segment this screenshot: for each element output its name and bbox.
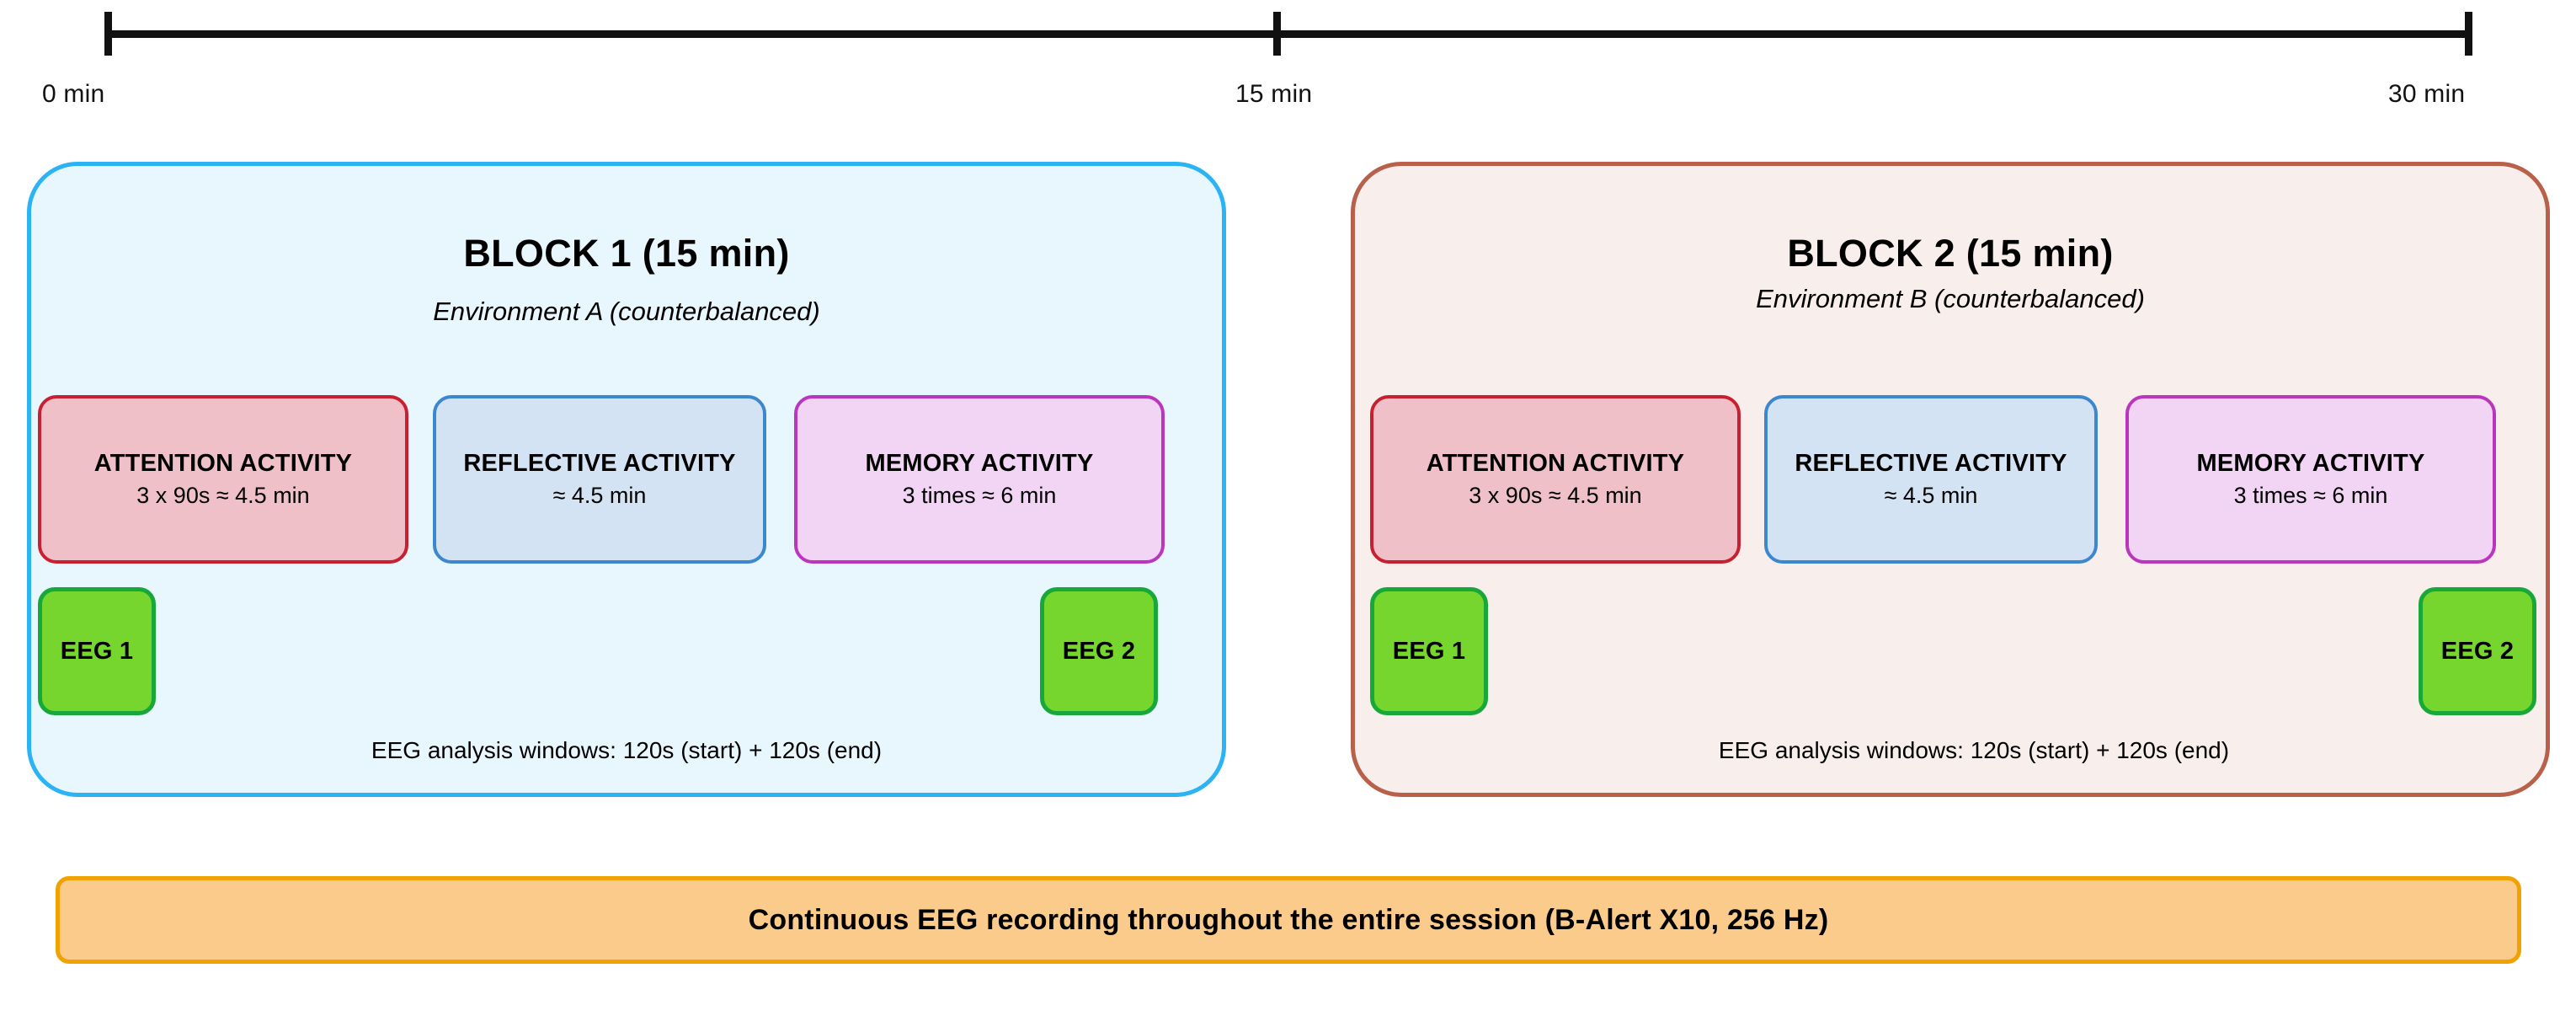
activity-duration: 3 x 90s ≈ 4.5 min bbox=[136, 482, 310, 508]
block-2-eeg-marker-1: EEG 1 bbox=[1370, 587, 1488, 715]
block-2-memory-activity: MEMORY ACTIVITY 3 times ≈ 6 min bbox=[2125, 395, 2496, 564]
timeline-label-15min: 15 min bbox=[1235, 80, 1313, 108]
block-2-subtitle: Environment B (counterbalanced) bbox=[1756, 284, 2145, 313]
block-1-attention-activity: ATTENTION ACTIVITY 3 x 90s ≈ 4.5 min bbox=[38, 395, 408, 564]
activity-duration: 3 times ≈ 6 min bbox=[2233, 482, 2388, 508]
block-1-eeg-marker-1: EEG 1 bbox=[38, 587, 156, 715]
timeline-tick-0min bbox=[104, 12, 112, 56]
activity-title: ATTENTION ACTIVITY bbox=[93, 450, 353, 478]
block-1-eeg-marker-2: EEG 2 bbox=[1040, 587, 1158, 715]
activity-title: REFLECTIVE ACTIVITY bbox=[1795, 450, 2067, 478]
block-2-reflective-activity: REFLECTIVE ACTIVITY ≈ 4.5 min bbox=[1764, 395, 2098, 564]
block-1-memory-activity: MEMORY ACTIVITY 3 times ≈ 6 min bbox=[794, 395, 1165, 564]
block-1-eeg-analysis-note: EEG analysis windows: 120s (start) + 120… bbox=[371, 737, 883, 763]
session-timeline: 0 min 15 min 30 min bbox=[0, 0, 2576, 126]
block-2-eeg-analysis-note: EEG analysis windows: 120s (start) + 120… bbox=[1718, 737, 2230, 763]
timeline-label-0min: 0 min bbox=[42, 80, 105, 108]
timeline-tick-30min bbox=[2465, 12, 2472, 56]
activity-duration: 3 x 90s ≈ 4.5 min bbox=[1469, 482, 1642, 508]
activity-title: MEMORY ACTIVITY bbox=[865, 450, 1094, 478]
activity-duration: ≈ 4.5 min bbox=[1884, 482, 1978, 508]
continuous-eeg-banner-text: Continuous EEG recording throughout the … bbox=[748, 903, 1829, 936]
activity-title: MEMORY ACTIVITY bbox=[2196, 450, 2425, 478]
timeline-label-30min: 30 min bbox=[2388, 80, 2466, 108]
activity-duration: 3 times ≈ 6 min bbox=[902, 482, 1057, 508]
block-1-container: BLOCK 1 (15 min) Environment A (counterb… bbox=[27, 162, 1226, 797]
block-2-eeg-marker-2: EEG 2 bbox=[2419, 587, 2536, 715]
activity-title: ATTENTION ACTIVITY bbox=[1426, 450, 1685, 478]
block-1-reflective-activity: REFLECTIVE ACTIVITY ≈ 4.5 min bbox=[433, 395, 766, 564]
timeline-tick-15min bbox=[1273, 12, 1281, 56]
activity-duration: ≈ 4.5 min bbox=[552, 482, 647, 508]
block-1-subtitle: Environment A (counterbalanced) bbox=[433, 297, 820, 326]
block-2-attention-activity: ATTENTION ACTIVITY 3 x 90s ≈ 4.5 min bbox=[1370, 395, 1741, 564]
activity-title: REFLECTIVE ACTIVITY bbox=[463, 450, 736, 478]
block-2-title: BLOCK 2 (15 min) bbox=[1787, 232, 2114, 275]
timeline-axis-line bbox=[104, 30, 2472, 38]
continuous-eeg-banner: Continuous EEG recording throughout the … bbox=[56, 876, 2521, 964]
block-2-container: BLOCK 2 (15 min) Environment B (counterb… bbox=[1351, 162, 2550, 797]
block-1-title: BLOCK 1 (15 min) bbox=[463, 232, 790, 275]
